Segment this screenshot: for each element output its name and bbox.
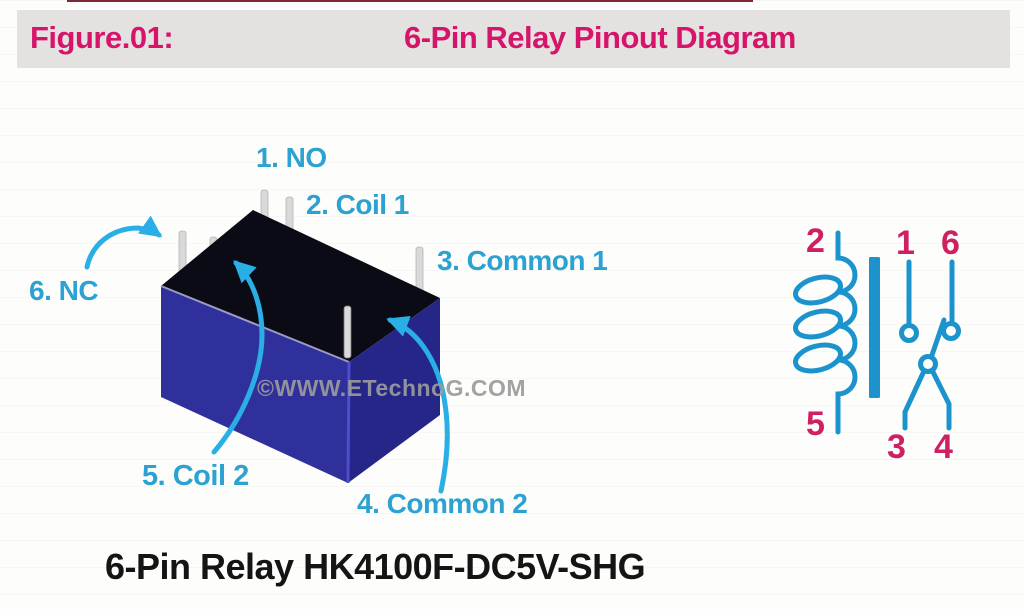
pin-label-6-nc: 6. NC (29, 275, 99, 306)
common-leg-4 (929, 367, 952, 431)
pin-label-5-coil2: 5. Coil 2 (142, 460, 249, 492)
pin-label-2-coil1: 2. Coil 1 (306, 189, 409, 220)
figure-number-label: Figure.01: (30, 20, 174, 55)
armature-blade (928, 317, 947, 361)
top-border-line (67, 0, 753, 2)
arrow-to-pin6 (84, 215, 163, 270)
schematic-number-coil-top: 2 (806, 222, 825, 260)
coil-loop-1 (792, 274, 844, 306)
schematic-number-coil-bottom: 5 (806, 405, 825, 443)
callout-arrows (84, 215, 450, 494)
schematic-number-no: 1 (896, 224, 915, 262)
arrow-to-pin4 (386, 316, 450, 494)
relay-right-face (348, 298, 440, 483)
header-bar (17, 10, 1010, 68)
coil-winding-arcs (835, 230, 858, 435)
coil-loop-3 (792, 342, 844, 374)
relay-edge-highlight-top (160, 285, 350, 363)
pin-label-4-common2: 4. Common 2 (357, 488, 528, 519)
relay-edge-highlight-front (346, 361, 351, 484)
coil-loop-2 (792, 308, 844, 340)
figure-title: 6-Pin Relay Pinout Diagram (404, 20, 796, 55)
pin-4-common2 (343, 305, 352, 359)
pin-label-3-common1: 3. Common 1 (437, 245, 608, 276)
relay-schematic-symbol (792, 230, 961, 435)
pin-label-1-no: 1. NO (256, 142, 327, 173)
relay-body (160, 210, 440, 484)
schematic-number-common-left: 3 (887, 428, 906, 466)
relay-part-number-caption: 6-Pin Relay HK4100F-DC5V-SHG (105, 546, 646, 587)
contact-1-terminal (899, 323, 919, 343)
arrow-to-pin5 (211, 260, 265, 455)
relay-top-face (161, 210, 440, 362)
contact-6-terminal (941, 321, 961, 341)
coil-core-bar (869, 257, 880, 398)
watermark-text: ©WWW.ETechnoG.COM (257, 375, 527, 401)
common-leg-3 (902, 368, 927, 431)
schematic-number-common-right: 4 (934, 428, 953, 466)
schematic-number-nc: 6 (941, 224, 960, 262)
